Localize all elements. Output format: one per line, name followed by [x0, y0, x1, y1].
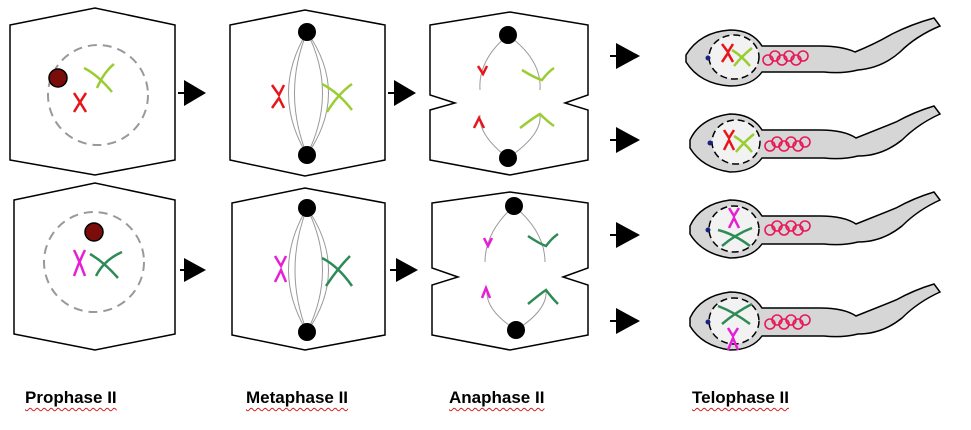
spindle-pole	[507, 321, 525, 339]
arrow	[610, 222, 640, 248]
chromatid-magenta	[482, 237, 494, 249]
arrow	[610, 43, 640, 69]
chromosome-yellowgreen	[321, 82, 353, 113]
spindle-pole	[499, 149, 517, 167]
chromatid-yellowgreen	[519, 112, 555, 129]
spindle-pole	[298, 199, 316, 217]
spindle-pole	[298, 323, 316, 341]
arrow	[610, 127, 640, 153]
spindle-fibers	[288, 31, 329, 156]
chromatid-magenta	[480, 284, 492, 299]
chromatid-red	[472, 115, 486, 129]
chromatid-teal	[527, 232, 559, 248]
spindle-pole	[298, 23, 316, 41]
sperm-cell	[689, 283, 942, 351]
label-telophase-ii: Telophase II	[692, 388, 789, 407]
chromosome-magenta	[273, 255, 288, 283]
prophase-cell-bottom	[13, 182, 176, 351]
nuclear-envelope	[47, 44, 149, 146]
chromosome-teal	[89, 250, 123, 279]
arrow	[388, 80, 416, 106]
prophase-cell-top	[9, 7, 176, 176]
spindle-fibers	[288, 207, 329, 333]
chromosome-magenta	[72, 249, 87, 277]
label-prophase-ii: Prophase II	[25, 388, 117, 407]
nuclear-envelope	[43, 211, 145, 313]
spindle-pole	[505, 197, 523, 215]
label-metaphase-ii: Metaphase II	[246, 388, 349, 407]
spindle-pole	[298, 146, 316, 164]
chromatid-red	[476, 65, 489, 77]
centrosome	[84, 222, 104, 242]
arrow	[610, 308, 640, 334]
sperm-cell	[689, 191, 942, 259]
chromosome-teal	[321, 255, 354, 287]
metaphase-cell-top	[229, 9, 386, 177]
anaphase-cell-bottom	[431, 191, 589, 351]
chromosome-yellowgreen	[83, 63, 115, 93]
chromatid-teal	[527, 288, 559, 305]
chromosome-red	[72, 92, 88, 113]
centrosome	[48, 68, 68, 88]
anaphase-cell-top	[429, 11, 589, 176]
metaphase-cell-bottom	[231, 187, 386, 351]
sperm-cell	[689, 105, 942, 173]
arrow	[178, 80, 206, 106]
chromatid-yellowgreen	[521, 66, 555, 82]
label-anaphase-ii: Anaphase II	[449, 388, 545, 407]
sperm-cell	[685, 17, 942, 87]
chromosome-red	[270, 84, 286, 109]
spindle-pole	[499, 26, 517, 44]
arrow	[180, 258, 206, 282]
arrow	[390, 258, 418, 282]
